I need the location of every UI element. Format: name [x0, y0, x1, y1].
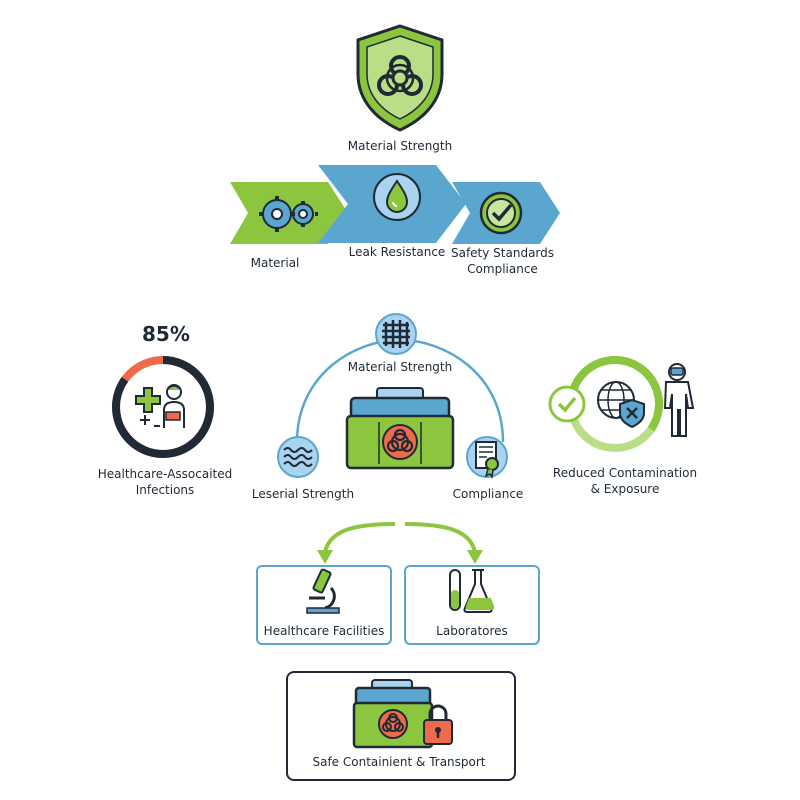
locked-biohazard-case-icon: [352, 679, 453, 749]
contamination-label: Reduced Contamination & Exposure: [552, 466, 698, 496]
grid-mesh-icon: [375, 313, 417, 355]
center-top-label: Material Strength: [347, 360, 453, 374]
globe-shield-icon: [597, 381, 645, 429]
step-label-leak: Leak Resistance: [348, 245, 446, 259]
waves-icon: [277, 436, 319, 478]
center-left-label: Leserial Strength: [251, 487, 355, 501]
stat-label: Healthcare-Assocaited Infections: [97, 467, 233, 497]
center-right-label: Compliance: [452, 487, 524, 501]
microscope-icon: [306, 568, 340, 614]
check-icon: [548, 385, 586, 423]
stat-ring-arc: [112, 356, 214, 458]
stat-value: 85%: [142, 322, 190, 346]
stat-ring: [112, 356, 214, 458]
check-icon: [479, 191, 523, 235]
step-label-compliance: Safety Standards Compliance: [450, 246, 555, 276]
certificate-icon: [466, 436, 508, 480]
gears-icon: [259, 196, 318, 232]
split-arrows: [317, 522, 483, 564]
flasks-icon: [449, 569, 495, 613]
biohazard-shield-icon: [356, 24, 444, 132]
patient-medical-icon: [135, 384, 185, 428]
shield-label: Material Strength: [347, 139, 453, 153]
containment-label: Safe Containient & Transport: [312, 755, 486, 769]
hazmat-person-icon: [663, 363, 695, 437]
destination-label-lab: Laboratores: [436, 624, 508, 638]
step-label-material: Material: [250, 256, 300, 270]
biohazard-case-icon: [345, 387, 455, 470]
droplet-icon: [373, 173, 421, 221]
destination-label-healthcare: Healthcare Facilities: [263, 624, 385, 638]
